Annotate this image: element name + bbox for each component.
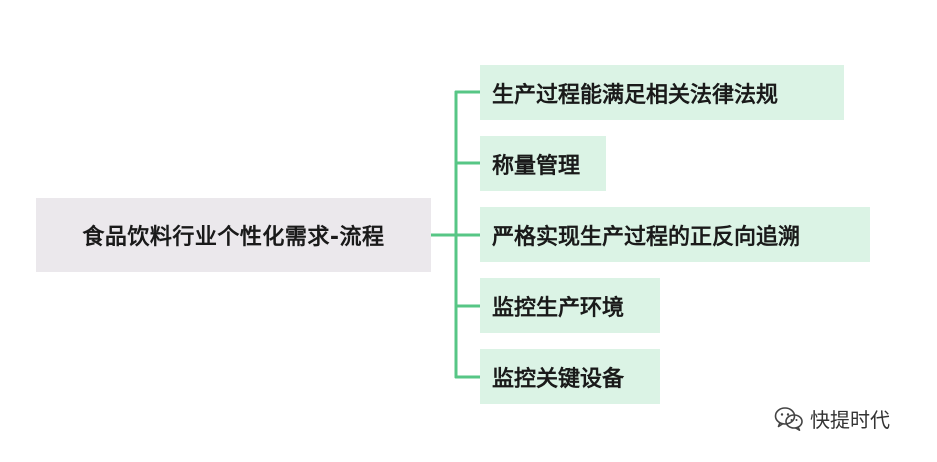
root-node: 食品饮料行业个性化需求-流程 [36, 198, 431, 272]
branch-node-label: 监控关键设备 [492, 366, 625, 392]
watermark-text: 快提时代 [810, 408, 890, 432]
branch-node-label: 严格实现生产过程的正反向追溯 [492, 224, 801, 250]
branch-node-legal-compliance: 生产过程能满足相关法律法规 [480, 65, 844, 120]
branch-node-label: 称量管理 [492, 153, 581, 179]
watermark: 快提时代 [774, 404, 890, 433]
branch-node-label: 监控生产环境 [492, 295, 625, 321]
branch-node-equipment: 监控关键设备 [480, 349, 660, 404]
wechat-icon [774, 406, 803, 431]
branch-node-weighing: 称量管理 [480, 136, 606, 191]
root-node-label: 食品饮料行业个性化需求-流程 [82, 225, 385, 250]
branch-node-environment: 监控生产环境 [480, 278, 660, 333]
branch-node-label: 生产过程能满足相关法律法规 [492, 82, 779, 108]
branch-node-traceability: 严格实现生产过程的正反向追溯 [480, 207, 870, 262]
